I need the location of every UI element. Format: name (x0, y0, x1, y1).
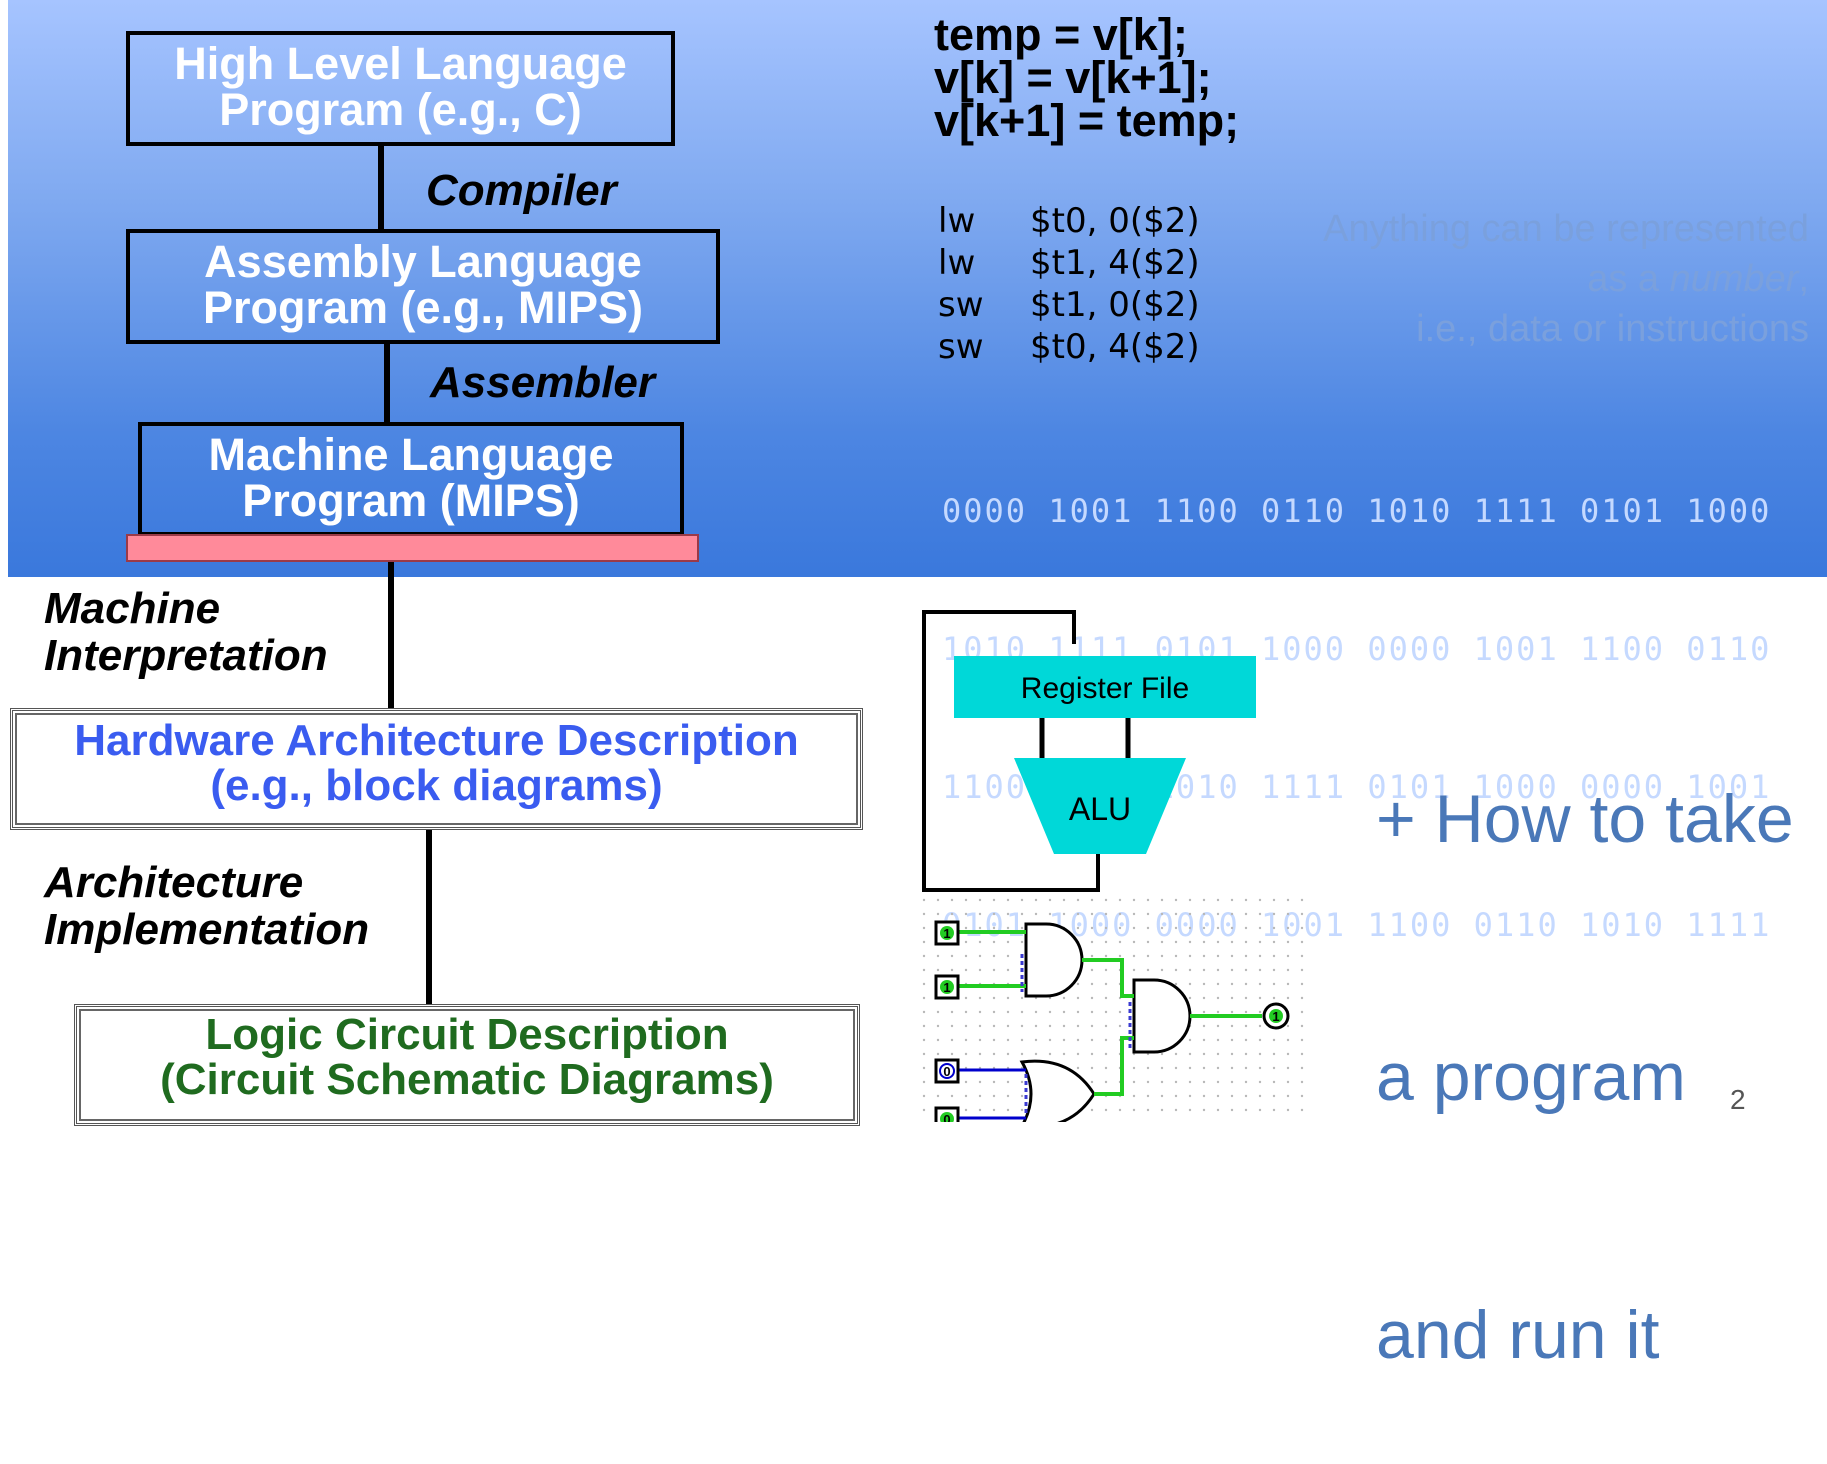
asm-args: $t1, 0($2) (1030, 285, 1200, 325)
arch-impl-line2: Implementation (44, 904, 370, 954)
assembly-language-box: Assembly Language Program (e.g., MIPS) (126, 229, 720, 344)
grid-background (922, 898, 1308, 1122)
connector-line (384, 344, 390, 422)
run-program-tagline: + How to take a program and run it (1376, 604, 1794, 1464)
machine-interpretation-label: Machine Interpretation (44, 584, 328, 680)
alu-label: ALU (1069, 791, 1131, 827)
connector-line (426, 830, 432, 1004)
architecture-implementation-label: Architecture Implementation (44, 858, 370, 954)
c-code-line: v[k+1] = temp; (934, 94, 1240, 146)
connector-line (378, 146, 384, 229)
c-code-line: temp = v[k]; (934, 9, 1188, 60)
register-file-block (954, 656, 1256, 718)
hardware-line2: (e.g., block diagrams) (210, 760, 663, 810)
binary-line: 0000 1001 1100 0110 1010 1111 0101 1000 (942, 492, 1772, 530)
logic-line1: Logic Circuit Description (205, 1010, 729, 1059)
hardware-line1: Hardware Architecture Description (74, 716, 799, 765)
machine-interp-line2: Interpretation (44, 630, 328, 680)
asm-op: sw (938, 327, 984, 367)
input-pin-value: 0 (943, 1064, 950, 1079)
note-line2-post: , (1798, 258, 1809, 300)
note-line2-pre: as a (1587, 258, 1670, 300)
note-line2-emphasis: number (1669, 258, 1799, 300)
machine-bar (126, 534, 699, 562)
connector-line (388, 562, 394, 710)
note-line3: i.e., data or instructions (1416, 308, 1809, 350)
asm-line: sw $t0, 4($2) (938, 326, 1200, 368)
wire (1094, 1036, 1134, 1096)
c-code-line: v[k] = v[k+1]; (934, 51, 1212, 103)
and-gate-1 (1024, 922, 1084, 998)
compiler-label: Compiler (426, 166, 617, 215)
output-pin-led (1269, 1009, 1283, 1023)
wire (1082, 958, 1134, 998)
alu-block (1014, 758, 1186, 854)
feedback-wire (922, 610, 1100, 892)
representation-note: Anything can be represented as a number,… (1323, 204, 1809, 354)
input-pin-led (940, 926, 954, 940)
block-diagram: Register File ALU (922, 610, 1256, 892)
register-file-label: Register File (1021, 672, 1189, 705)
tagline-line2: a program (1376, 1039, 1686, 1115)
asm-op: lw (938, 201, 976, 241)
blue-background-band (8, 0, 1827, 577)
asm-args: $t1, 4($2) (1030, 243, 1200, 283)
high-level-line1: High Level Language (174, 38, 627, 89)
input-pin-led (940, 1112, 954, 1122)
asm-line: lw $t0, 0($2) (938, 200, 1200, 242)
logic-circuit-diagram: 1 1 0 0 1 (922, 898, 1308, 1122)
asm-line: lw $t1, 4($2) (938, 242, 1200, 284)
machine-line1: Machine Language (208, 429, 614, 480)
high-level-line2: Program (e.g., C) (219, 83, 582, 135)
arch-impl-line1: Architecture (44, 858, 304, 907)
note-line1: Anything can be represented (1323, 208, 1809, 250)
or-gate (1019, 1059, 1096, 1122)
machine-line2: Program (MIPS) (242, 474, 580, 526)
and-gate-2 (1132, 978, 1192, 1054)
page-number: 2 (1730, 1084, 1746, 1115)
high-level-language-box: High Level Language Program (e.g., C) (126, 31, 675, 146)
input-pin-value: 1 (943, 926, 950, 941)
hardware-architecture-box: Hardware Architecture Description (e.g.,… (10, 708, 863, 830)
input-pin-value: 1 (943, 980, 950, 995)
assembly-code-block: lw $t0, 0($2) lw $t1, 4($2) sw $t1, 0($2) s… (938, 200, 1200, 368)
logic-line2: (Circuit Schematic Diagrams) (160, 1054, 774, 1104)
asm-args: $t0, 0($2) (1030, 201, 1200, 241)
machine-language-box: Machine Language Program (MIPS) (138, 422, 684, 536)
assembler-label: Assembler (430, 358, 656, 407)
input-pin-value: 0 (943, 1112, 950, 1122)
assembly-line2: Program (e.g., MIPS) (202, 281, 644, 333)
c-code-block: temp = v[k]; v[k] = v[k+1]; v[k+1] = tem… (934, 9, 1240, 146)
asm-op: lw (938, 243, 976, 283)
input-pin-led (939, 1063, 955, 1079)
tagline-line3: and run it (1376, 1297, 1660, 1373)
asm-op: sw (938, 285, 984, 325)
asm-line: sw $t1, 0($2) (938, 284, 1200, 326)
assembly-line1: Assembly Language (204, 236, 642, 287)
input-pin-led (940, 980, 954, 994)
machine-interp-line1: Machine (44, 584, 221, 633)
logic-circuit-box: Logic Circuit Description (Circuit Schem… (74, 1004, 860, 1126)
asm-args: $t0, 4($2) (1030, 327, 1200, 367)
tagline-line1: + How to take (1376, 781, 1794, 857)
note-line2: as a number, (1323, 254, 1809, 304)
output-pin-value: 1 (1272, 1009, 1279, 1024)
